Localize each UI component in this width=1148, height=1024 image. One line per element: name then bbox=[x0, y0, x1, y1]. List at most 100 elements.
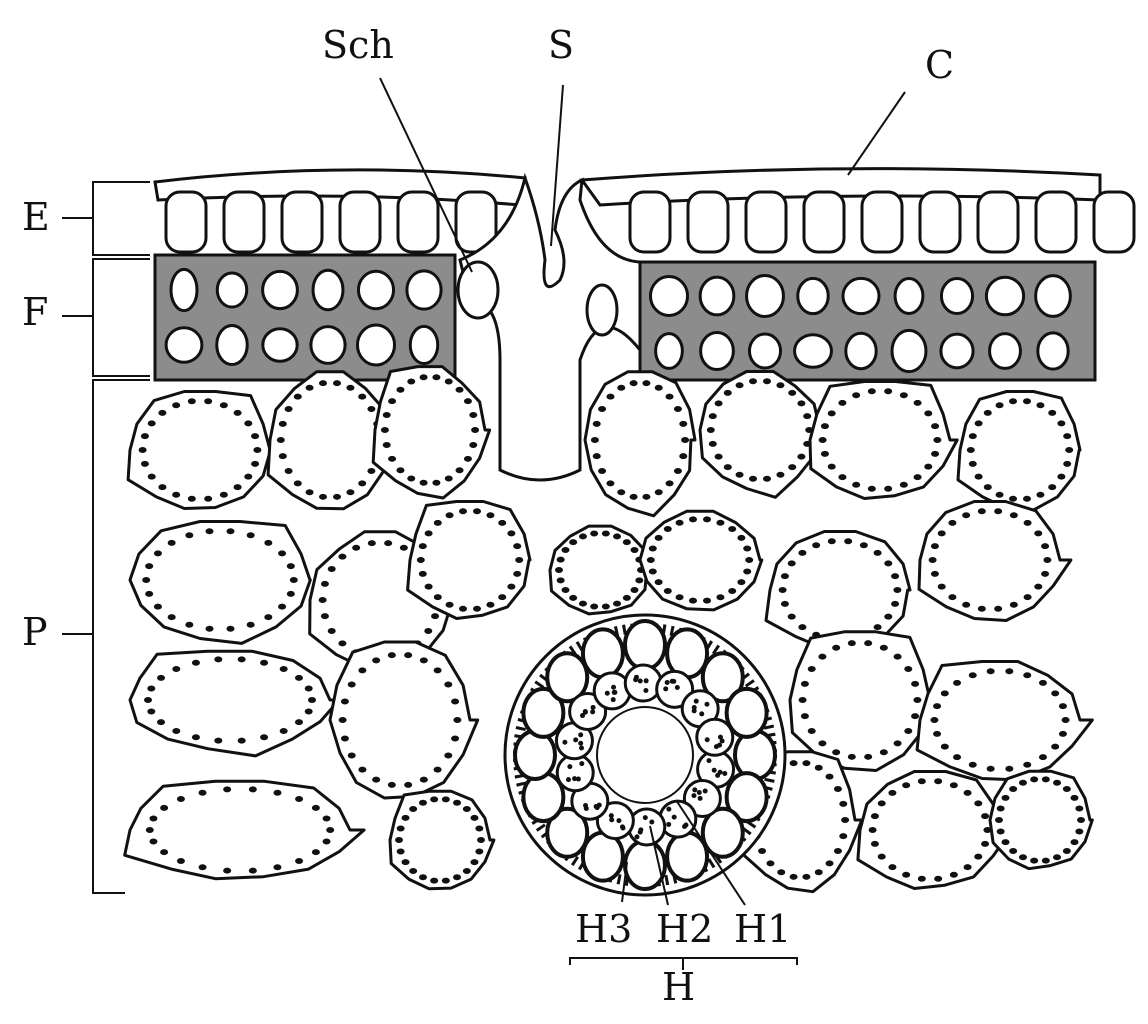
chloroplast bbox=[675, 519, 684, 526]
chloroplast bbox=[1036, 491, 1045, 498]
hypodermis-lumen bbox=[841, 276, 881, 316]
chloroplast bbox=[320, 580, 329, 587]
chloroplast bbox=[253, 447, 262, 453]
epidermal-cell bbox=[802, 190, 846, 254]
chloroplast bbox=[388, 398, 397, 405]
chloroplast bbox=[469, 411, 478, 418]
chloroplast bbox=[807, 728, 816, 735]
hypodermis-lumen bbox=[311, 268, 345, 312]
chloroplast bbox=[424, 530, 433, 537]
chloroplast bbox=[913, 399, 922, 406]
chloroplast bbox=[160, 849, 169, 856]
cell-dot bbox=[633, 677, 639, 683]
chloroplast bbox=[569, 539, 578, 546]
chloroplast bbox=[654, 489, 663, 496]
chloroplast bbox=[1065, 447, 1074, 453]
cell-dot bbox=[620, 825, 626, 831]
mesophyll-cell bbox=[406, 500, 532, 620]
chloroplast bbox=[820, 450, 829, 457]
chloroplast bbox=[1057, 420, 1066, 427]
chloroplast bbox=[968, 761, 977, 768]
cell-dot bbox=[692, 787, 698, 793]
chloroplast bbox=[318, 493, 327, 500]
chloroplast bbox=[838, 399, 847, 406]
chloroplast bbox=[679, 453, 688, 460]
chloroplast bbox=[622, 594, 631, 601]
chloroplast bbox=[1058, 703, 1067, 710]
chloroplast bbox=[852, 481, 861, 488]
cell-dot bbox=[671, 814, 677, 820]
chloroplast bbox=[949, 782, 958, 789]
chloroplast bbox=[629, 380, 638, 387]
chloroplast bbox=[708, 413, 717, 420]
cell-dot bbox=[691, 793, 697, 799]
chloroplast bbox=[185, 621, 194, 628]
chloroplast bbox=[145, 827, 154, 833]
chloroplast bbox=[798, 697, 807, 703]
chloroplast bbox=[409, 806, 418, 813]
chloroplast bbox=[802, 760, 811, 767]
chloroplast bbox=[311, 849, 320, 856]
chloroplast bbox=[598, 468, 607, 475]
epidermal-cell bbox=[686, 190, 730, 254]
cell-dot bbox=[666, 821, 672, 827]
chloroplast bbox=[642, 493, 651, 500]
chloroplast bbox=[167, 614, 176, 621]
mesophyll-cell bbox=[698, 370, 827, 499]
chloroplast bbox=[743, 545, 752, 552]
chloroplast bbox=[847, 753, 856, 760]
chloroplast bbox=[304, 685, 313, 692]
leader-sch bbox=[379, 77, 473, 273]
chloroplast bbox=[606, 480, 615, 487]
chloroplast bbox=[1005, 765, 1014, 772]
epithelial-cell-h3 bbox=[695, 717, 735, 757]
epidermal-cell bbox=[280, 190, 324, 254]
chloroplast bbox=[286, 563, 295, 570]
chloroplast bbox=[1001, 839, 1010, 846]
hypodermis-lumen bbox=[893, 277, 925, 315]
cell-dot bbox=[642, 815, 648, 821]
chloroplast bbox=[308, 697, 316, 703]
chloroplast bbox=[688, 516, 697, 523]
chloroplast bbox=[867, 485, 876, 492]
chloroplast bbox=[827, 538, 836, 545]
cell-dot bbox=[634, 834, 640, 840]
chloroplast bbox=[675, 594, 684, 601]
chloroplast bbox=[145, 590, 154, 597]
label-p: P bbox=[22, 610, 48, 654]
label-h1: H1 bbox=[734, 907, 791, 951]
chloroplast bbox=[789, 873, 798, 880]
sheath-cell-h2 bbox=[700, 651, 745, 704]
chloroplast bbox=[284, 468, 293, 475]
chloroplast bbox=[937, 530, 946, 537]
chloroplast bbox=[798, 624, 807, 631]
chloroplast bbox=[407, 378, 416, 385]
chloroplast bbox=[778, 587, 787, 593]
cell-dot bbox=[683, 822, 689, 828]
chloroplast bbox=[418, 874, 427, 881]
chloroplast bbox=[419, 479, 428, 486]
chloroplast bbox=[167, 539, 176, 546]
label-sch: Sch bbox=[322, 23, 394, 67]
epidermal-cell bbox=[860, 190, 904, 254]
leader-h3 bbox=[621, 861, 628, 903]
chloroplast bbox=[893, 653, 902, 660]
chloroplast bbox=[592, 420, 601, 427]
chloroplast bbox=[278, 550, 287, 557]
chloroplast bbox=[974, 473, 983, 480]
chloroplast bbox=[966, 447, 975, 453]
chloroplast bbox=[205, 625, 214, 632]
chloroplast bbox=[899, 481, 908, 488]
chloroplast bbox=[367, 540, 376, 547]
chloroplast bbox=[648, 545, 657, 552]
mesophyll-cell bbox=[808, 380, 959, 500]
chloroplast bbox=[904, 665, 913, 672]
chloroplast bbox=[244, 420, 253, 427]
chloroplast bbox=[326, 827, 335, 833]
chloroplast bbox=[800, 713, 809, 720]
epidermal-cell bbox=[222, 190, 266, 254]
chloroplast bbox=[149, 838, 158, 845]
chloroplast bbox=[498, 519, 507, 526]
chloroplast bbox=[387, 652, 396, 659]
chloroplast bbox=[251, 460, 260, 467]
